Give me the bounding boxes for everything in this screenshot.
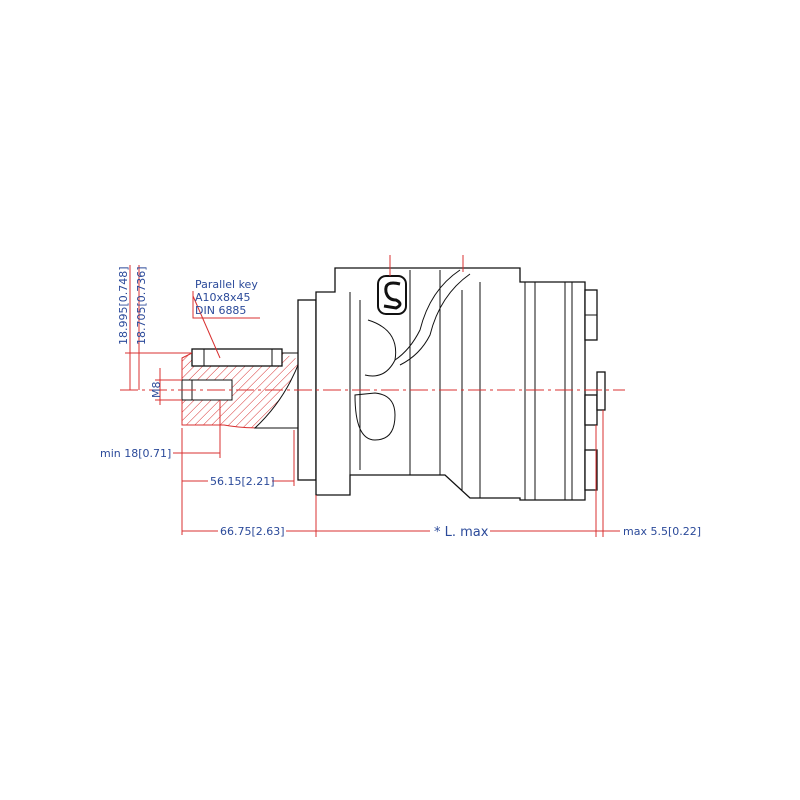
key-label-1: Parallel key <box>195 278 258 291</box>
dim-shaft-min: 18.705[0.736] <box>135 266 148 345</box>
rear-plug <box>596 371 606 411</box>
dim-shaft-max: 18.995[0.748] <box>117 266 130 345</box>
dim-thread-depth: min 18[0.71] <box>100 447 171 460</box>
bolt-bottom <box>584 449 598 491</box>
key-callout: Parallel key A10x8x45 DIN 6885 <box>195 278 258 317</box>
dim-thread: M8 <box>150 382 163 399</box>
dim-body-length: * L. max <box>434 525 489 540</box>
brand-logo <box>377 275 407 315</box>
dim-rear-length: max 5.5[0.22] <box>623 525 701 538</box>
key-label-2: A10x8x45 <box>195 291 251 304</box>
bolt-mid <box>584 394 598 426</box>
dim-flange-length: 66.75[2.63] <box>220 525 285 538</box>
parallel-key <box>191 348 283 367</box>
dim-shaft-length: 56.15[2.21] <box>210 475 275 488</box>
key-label-3: DIN 6885 <box>195 304 246 317</box>
drain-line <box>394 269 461 361</box>
dimensions <box>125 255 620 537</box>
port-lower <box>354 392 396 441</box>
motor-body <box>297 267 606 501</box>
shaft <box>181 348 301 429</box>
